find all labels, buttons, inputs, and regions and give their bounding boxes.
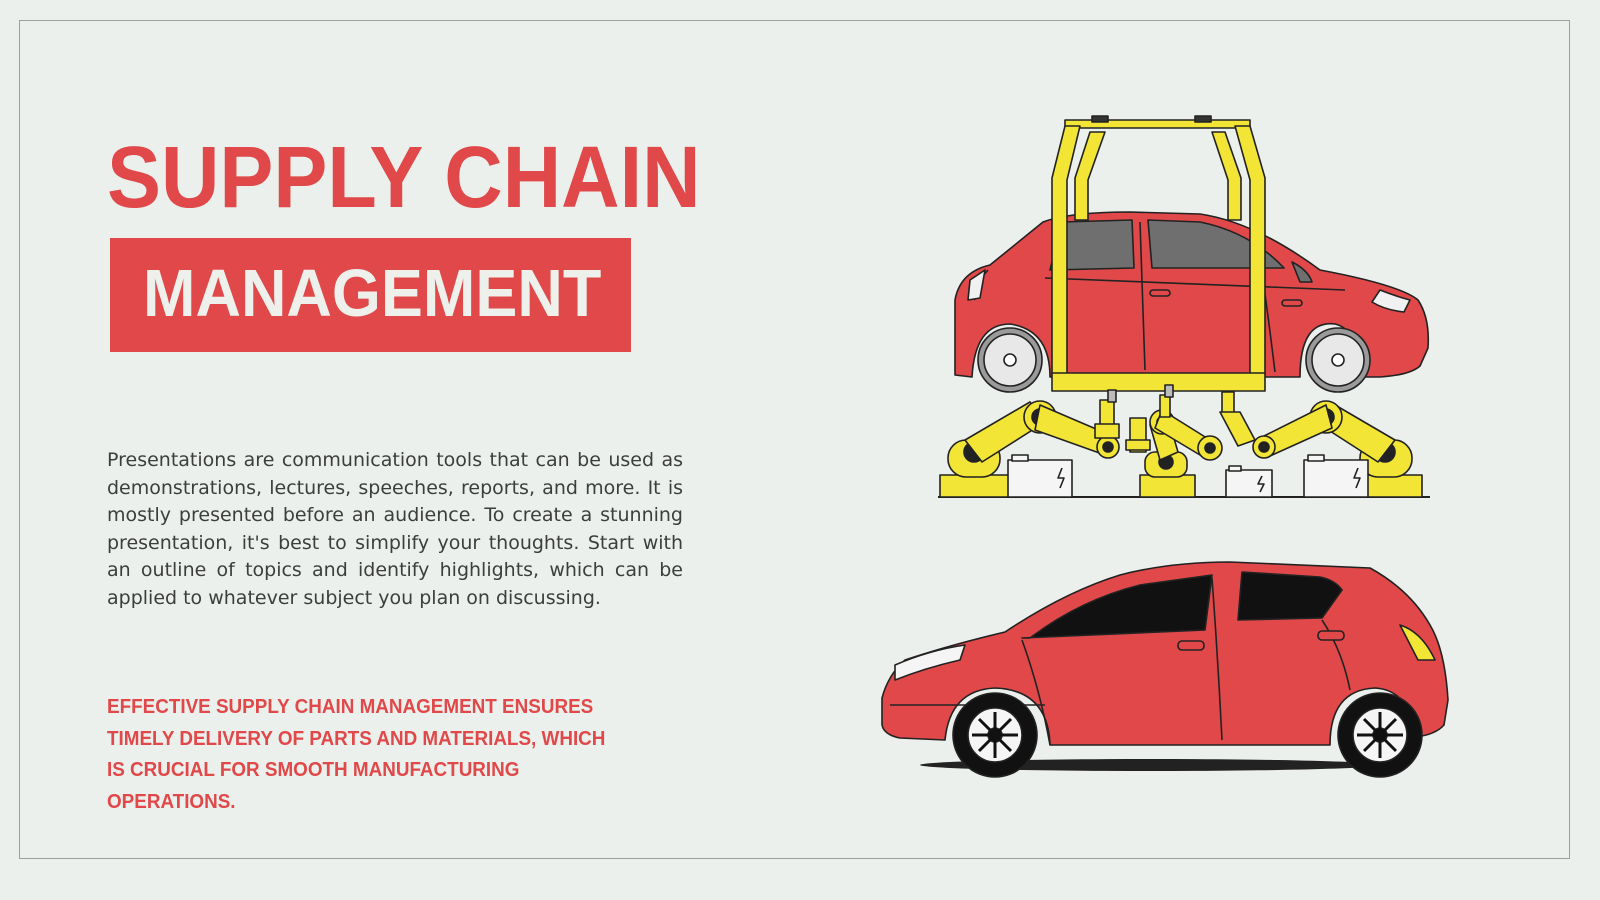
car-assembly-illustration [938,115,1430,498]
title-management: MANAGEMENT [143,256,602,331]
highlight-statement: EFFECTIVE SUPPLY CHAIN MANAGEMENT ENSURE… [107,695,606,813]
title-supply-chain: SUPPLY CHAIN [107,129,701,226]
slide-frame [19,20,1570,859]
battery-icon [1007,454,1369,498]
body-paragraph: Presentations are communication tools th… [107,449,683,609]
title-banner: MANAGEMENT [110,238,631,352]
gantry-frame [1051,115,1266,392]
red-car-illustration [881,561,1449,778]
